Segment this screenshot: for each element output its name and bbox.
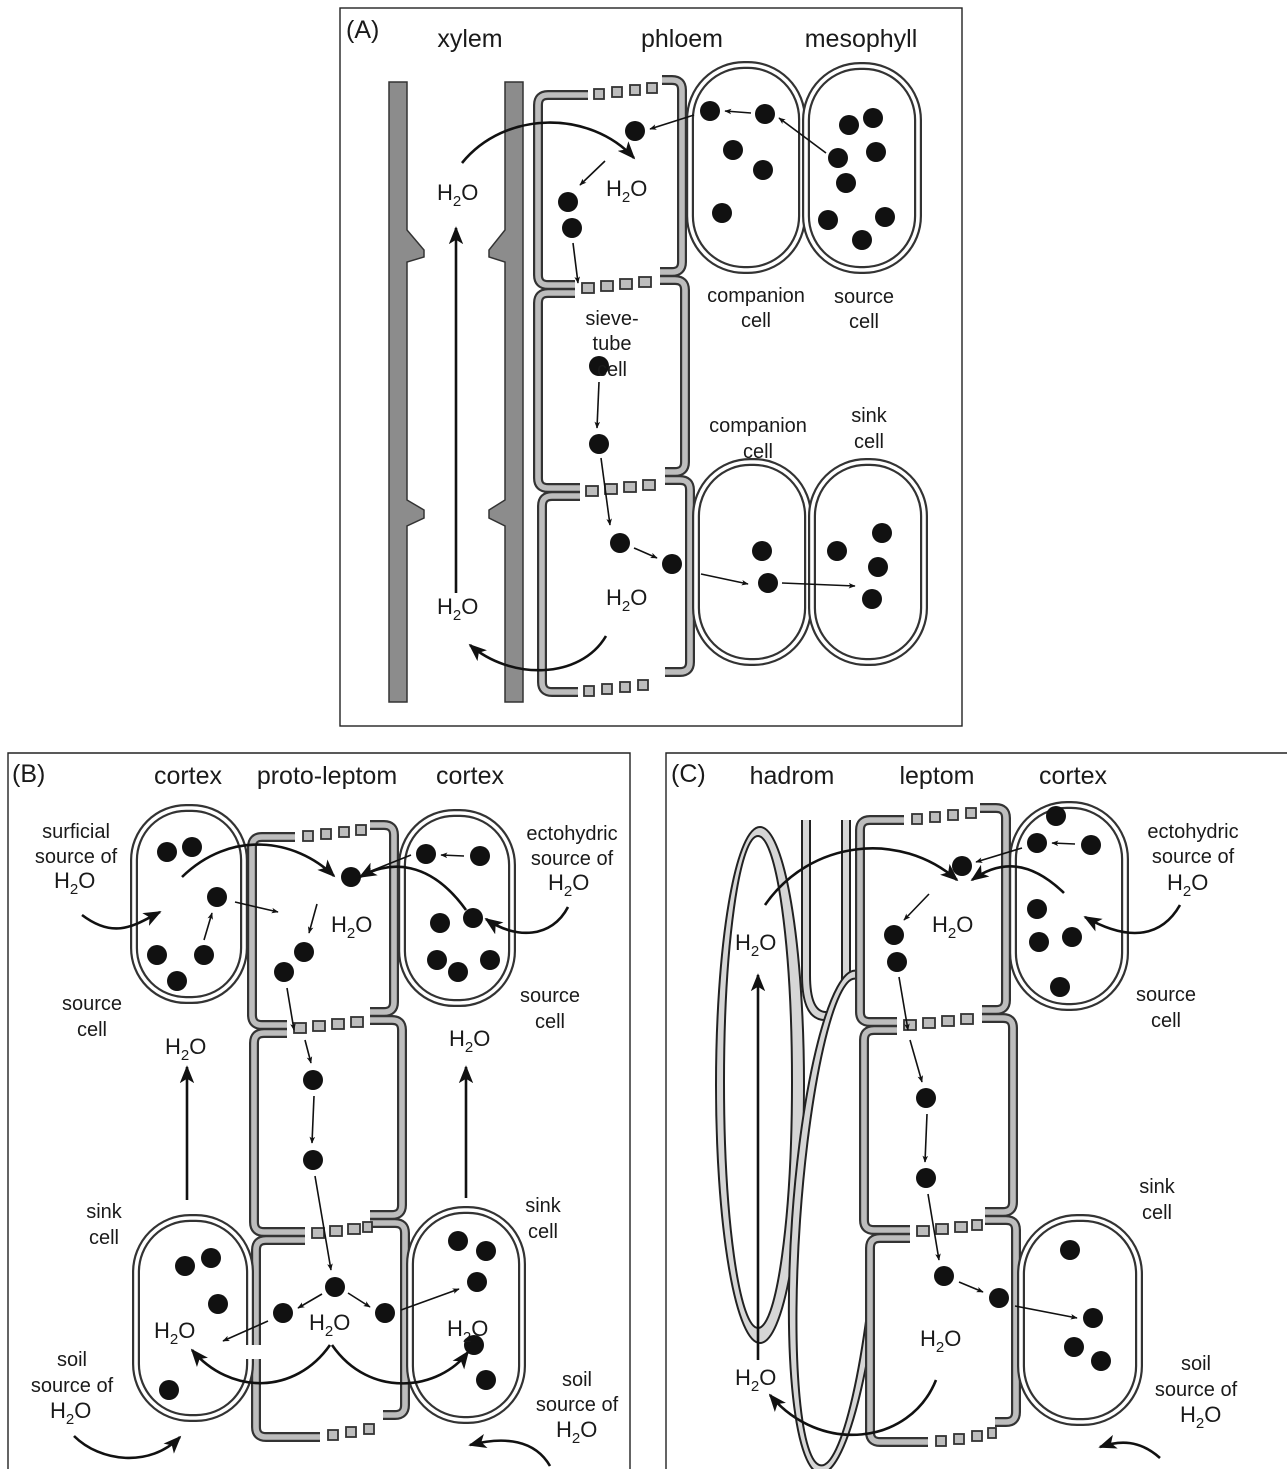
- h2o-label: H2O: [331, 912, 372, 942]
- sink-cell-label: cell: [89, 1227, 119, 1249]
- h2o-label: H2O: [556, 1417, 597, 1447]
- sink-cell-label: sink: [1139, 1176, 1176, 1198]
- sink-cell-label: sink: [525, 1195, 562, 1217]
- h2o-label: H2O: [606, 176, 647, 206]
- wall-gap: [244, 1345, 268, 1359]
- sieve-tube-cell-label: tube: [593, 333, 632, 355]
- companion-cell-top: [690, 65, 802, 270]
- h2o-label: H2O: [449, 1026, 490, 1056]
- soil-source-label: source of: [31, 1375, 114, 1397]
- h2o-label: H2O: [735, 1365, 776, 1395]
- h2o-label: H2O: [437, 180, 478, 210]
- soil-source-label: soil: [57, 1349, 87, 1371]
- mesophyll-header: mesophyll: [805, 25, 918, 53]
- xylem-header: xylem: [437, 25, 502, 53]
- proto-leptom-header: proto-leptom: [257, 762, 397, 790]
- companion-cell-label: cell: [741, 310, 771, 332]
- h2o-label: H2O: [437, 594, 478, 624]
- cortex-header: cortex: [154, 762, 223, 790]
- companion-cell-label: companion: [707, 285, 805, 307]
- cortex-header: cortex: [436, 762, 505, 790]
- hadrom-header: hadrom: [750, 762, 835, 790]
- ectohydric-source-label: source of: [531, 848, 614, 870]
- source-cell-label: cell: [535, 1011, 565, 1033]
- soil-source-label: soil: [562, 1369, 592, 1391]
- h2o-label: H2O: [165, 1034, 206, 1064]
- soil-source-label: source of: [536, 1394, 619, 1416]
- phloem-header: phloem: [641, 25, 723, 53]
- cortex-sink-cell: [1021, 1218, 1139, 1422]
- soil-source-label: soil: [1181, 1353, 1211, 1375]
- source-cell-label: cell: [77, 1019, 107, 1041]
- source-cell-label: source: [834, 286, 894, 308]
- surficial-source-label: source of: [35, 846, 118, 868]
- h2o-label: H2O: [606, 585, 647, 615]
- sieve-tube-cell-label: sieve-: [585, 308, 638, 330]
- leptom-header: leptom: [899, 762, 974, 790]
- source-cell-label: cell: [1151, 1010, 1181, 1032]
- ectohydric-source-label: source of: [1152, 846, 1235, 868]
- panel-b: (B) cortex proto-leptom cortex: [8, 753, 630, 1469]
- cortex-source-cell-left: [134, 808, 244, 1000]
- h2o-label: H2O: [932, 912, 973, 942]
- h2o-label: H2O: [548, 870, 589, 900]
- source-cell-label: source: [520, 985, 580, 1007]
- source-cell-label: source: [62, 993, 122, 1015]
- companion-cell-label: companion: [709, 415, 807, 437]
- sink-cell-label: sink: [851, 405, 888, 427]
- ectohydric-source-label: ectohydric: [1147, 821, 1238, 843]
- panel-c: (C) hadrom leptom cortex: [666, 753, 1287, 1469]
- h2o-label: H2O: [54, 868, 95, 898]
- surficial-source-label: surficial: [42, 821, 110, 843]
- source-cell-label: source: [1136, 984, 1196, 1006]
- panel-a-tag: (A): [346, 16, 379, 44]
- h2o-label: H2O: [1180, 1402, 1221, 1432]
- source-cell-label: cell: [849, 311, 879, 333]
- sieve-cell-middle: [538, 293, 580, 488]
- h2o-label: H2O: [1167, 870, 1208, 900]
- sink-cell-label: sink: [86, 1201, 123, 1223]
- panel-a: (A) xylem phloem mesophyll: [340, 8, 962, 726]
- h2o-label: H2O: [50, 1398, 91, 1428]
- companion-cell-label: cell: [743, 441, 773, 463]
- sink-cell-label: cell: [1142, 1202, 1172, 1224]
- cortex-header: cortex: [1039, 762, 1108, 790]
- panel-c-tag: (C): [671, 760, 706, 788]
- h2o-label: H2O: [920, 1326, 961, 1356]
- sieve-tube-cell-label: cell: [597, 359, 627, 381]
- sink-cell: [812, 462, 924, 662]
- sink-cell-label: cell: [854, 431, 884, 453]
- sink-cell-label: cell: [528, 1221, 558, 1243]
- soil-source-label: source of: [1155, 1379, 1238, 1401]
- ectohydric-source-label: ectohydric: [526, 823, 617, 845]
- panel-b-tag: (B): [12, 760, 45, 788]
- companion-cell-bottom: [696, 462, 808, 662]
- h2o-label: H2O: [309, 1310, 350, 1340]
